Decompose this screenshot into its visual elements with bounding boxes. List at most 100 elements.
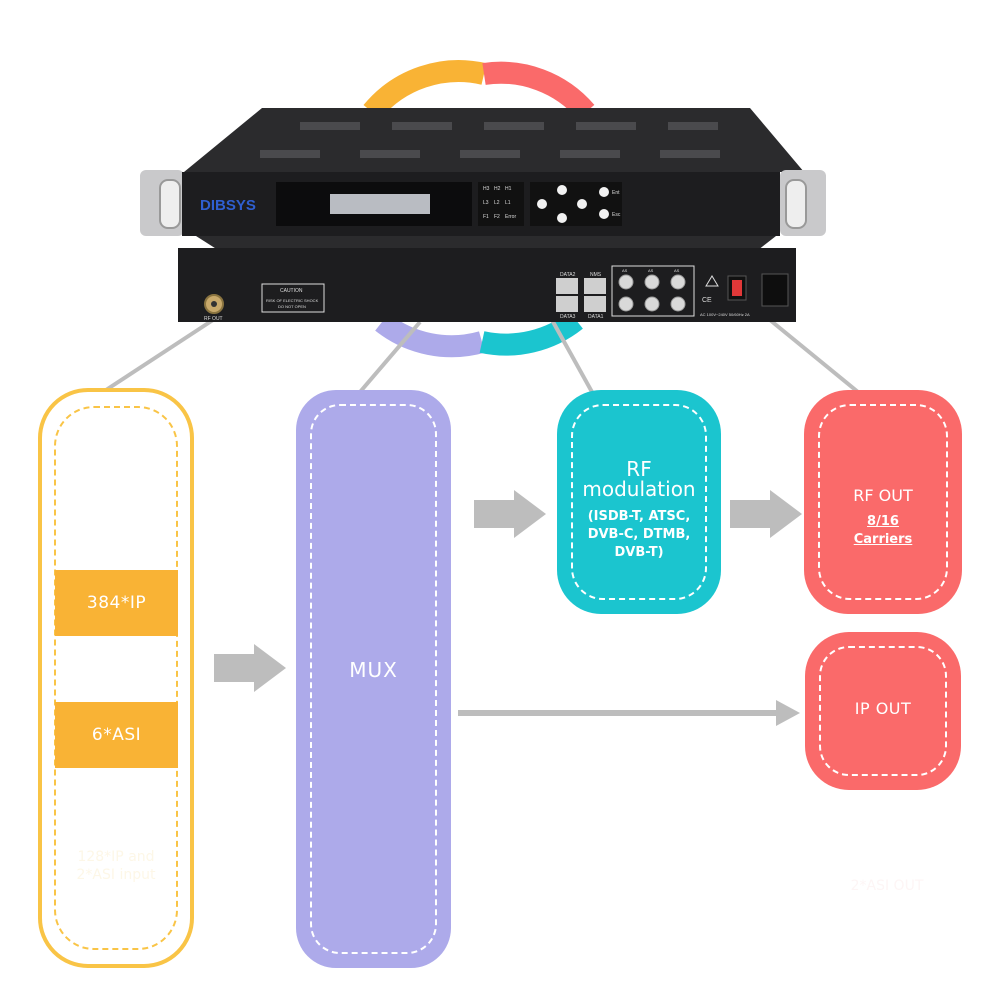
ip-out-dashed-border	[819, 646, 947, 776]
rf-modulation-standards-line-1: (ISDB-T, ATSC,	[587, 509, 691, 524]
escape-button[interactable]	[599, 209, 609, 219]
asi-label-3: AS	[674, 268, 680, 273]
connector-line-rf-out	[768, 318, 860, 394]
caution-line-1: RISK OF ELECTRIC SHOCK	[266, 298, 319, 303]
rf-modulation-block	[557, 390, 721, 614]
led-label-h3: H3	[483, 186, 490, 192]
asi-out-ghost-text: 2*ASI OUT	[850, 878, 924, 894]
down-arrow-button[interactable]	[557, 213, 567, 223]
left-arrow-button[interactable]	[537, 199, 547, 209]
lcd-screen	[330, 194, 430, 214]
asi-connector-3[interactable]	[670, 274, 686, 290]
caution-line-2: DO NOT OPEN	[278, 304, 306, 309]
led-panel	[478, 182, 524, 226]
mux-block	[296, 390, 451, 968]
port-label-data2: DATA2	[560, 272, 576, 278]
mux-label: MUX	[349, 658, 398, 682]
led-label-l3: L3	[483, 200, 489, 206]
input-ip-label: 384*IP	[55, 570, 178, 636]
ce-mark: CE	[702, 297, 712, 304]
rear-top-edge	[196, 236, 776, 250]
port-label-nms: NMS	[590, 272, 602, 278]
rf-modulation-title-line-2: modulation	[582, 477, 696, 501]
rf-out-carriers-count: 8/16	[867, 514, 899, 529]
led-label-l2: L2	[494, 200, 500, 206]
ip-out-title: IP OUT	[854, 699, 912, 718]
rack-handle-left	[159, 179, 181, 229]
asi-label-1: AS	[622, 268, 628, 273]
device-front: DIBSYS H3 H2 H1 L3 L2 L1 F1 F2 Error Ent…	[140, 108, 826, 236]
led-label-f2: F2	[494, 214, 500, 220]
ethernet-port-data1[interactable]	[584, 296, 606, 312]
connector-line-mux	[358, 320, 422, 394]
port-label-data1: DATA1	[588, 314, 604, 320]
input-asi-label: 6*ASI	[55, 702, 178, 768]
arrow-mux-to-ip-out-head	[776, 700, 800, 726]
enter-button[interactable]	[599, 187, 609, 197]
asi-bnc-connectors	[611, 265, 695, 317]
ring-segment-red	[482, 61, 595, 120]
led-label-h2: H2	[494, 186, 501, 192]
input-ghost-line-2: 2*ASI input	[76, 867, 156, 883]
arrow-mux-to-rf-mod	[474, 490, 546, 538]
connector-lines	[104, 316, 860, 394]
escape-button-label: Esc	[612, 212, 621, 218]
input-block-dashed-border	[54, 406, 178, 950]
rack-handle-right	[785, 179, 807, 229]
enter-button-label: Ent	[612, 190, 620, 196]
color-ring	[363, 60, 595, 358]
led-label-h1: H1	[505, 186, 512, 192]
rf-modulation-standards-line-2: DVB-C, DTMB,	[587, 527, 691, 542]
asi-connector-4[interactable]	[618, 296, 634, 312]
rf-modulation-standards-line-3: DVB-T)	[614, 545, 664, 560]
right-arrow-button[interactable]	[577, 199, 587, 209]
led-label-l1: L1	[505, 200, 511, 206]
led-label-error: Error	[505, 214, 516, 220]
device-top-lid	[184, 108, 804, 172]
asi-label-2: AS	[648, 268, 654, 273]
power-inlet[interactable]	[761, 273, 789, 307]
input-ghost-text: 128*IP and 2*ASI input	[44, 848, 188, 884]
mux-block-dashed-border	[310, 404, 437, 954]
ethernet-port-nms[interactable]	[584, 278, 606, 294]
rf-out-dashed-border	[818, 404, 948, 600]
arrow-rf-mod-to-rf-out	[730, 490, 802, 538]
warning-triangle-icon	[705, 275, 719, 287]
rf-out-block	[804, 390, 962, 614]
ethernet-port-data3[interactable]	[556, 296, 578, 312]
asi-connector-2[interactable]	[644, 274, 660, 290]
arrow-mux-to-ip-out-shaft	[458, 710, 778, 716]
rf-out-carriers-label: Carriers	[853, 532, 913, 547]
power-rating-label: AC 100V~240V 50/60Hz 2A	[700, 312, 750, 317]
asi-connector-6[interactable]	[670, 296, 686, 312]
ring-segment-yellow	[363, 60, 487, 120]
ip-out-block	[805, 632, 961, 790]
rf-modulation-title-line-1: RF	[626, 457, 652, 481]
connector-line-input	[104, 316, 218, 392]
arrow-input-to-mux	[214, 644, 286, 692]
connector-line-rf-mod	[550, 319, 594, 393]
flow-arrows	[214, 490, 802, 726]
device-vent-holes	[260, 122, 720, 158]
input-block	[38, 388, 194, 968]
rf-out-title: RF OUT	[853, 486, 913, 505]
caution-title: CAUTION	[280, 288, 303, 294]
caution-label-frame	[261, 283, 325, 313]
ethernet-port-data2[interactable]	[556, 278, 578, 294]
up-arrow-button[interactable]	[557, 185, 567, 195]
rf-out-port-label: RF OUT	[204, 316, 223, 322]
ring-segment-purple	[375, 313, 485, 358]
asi-connector-5[interactable]	[644, 296, 660, 312]
asi-connector-1[interactable]	[618, 274, 634, 290]
rear-panel-face	[178, 248, 796, 322]
ethernet-ports	[556, 278, 606, 312]
input-ghost-line-1: 128*IP and	[77, 849, 155, 865]
rf-modulation-dashed-border	[571, 404, 707, 600]
led-label-f1: F1	[483, 214, 489, 220]
port-label-data3: DATA3	[560, 314, 576, 320]
brand-logo: DIBSYS	[200, 197, 256, 214]
power-switch[interactable]	[732, 280, 742, 296]
device-rear: RF OUT CAUTION RISK OF ELECTRIC SHOCK DO…	[178, 236, 796, 322]
ring-segment-teal	[479, 311, 583, 356]
